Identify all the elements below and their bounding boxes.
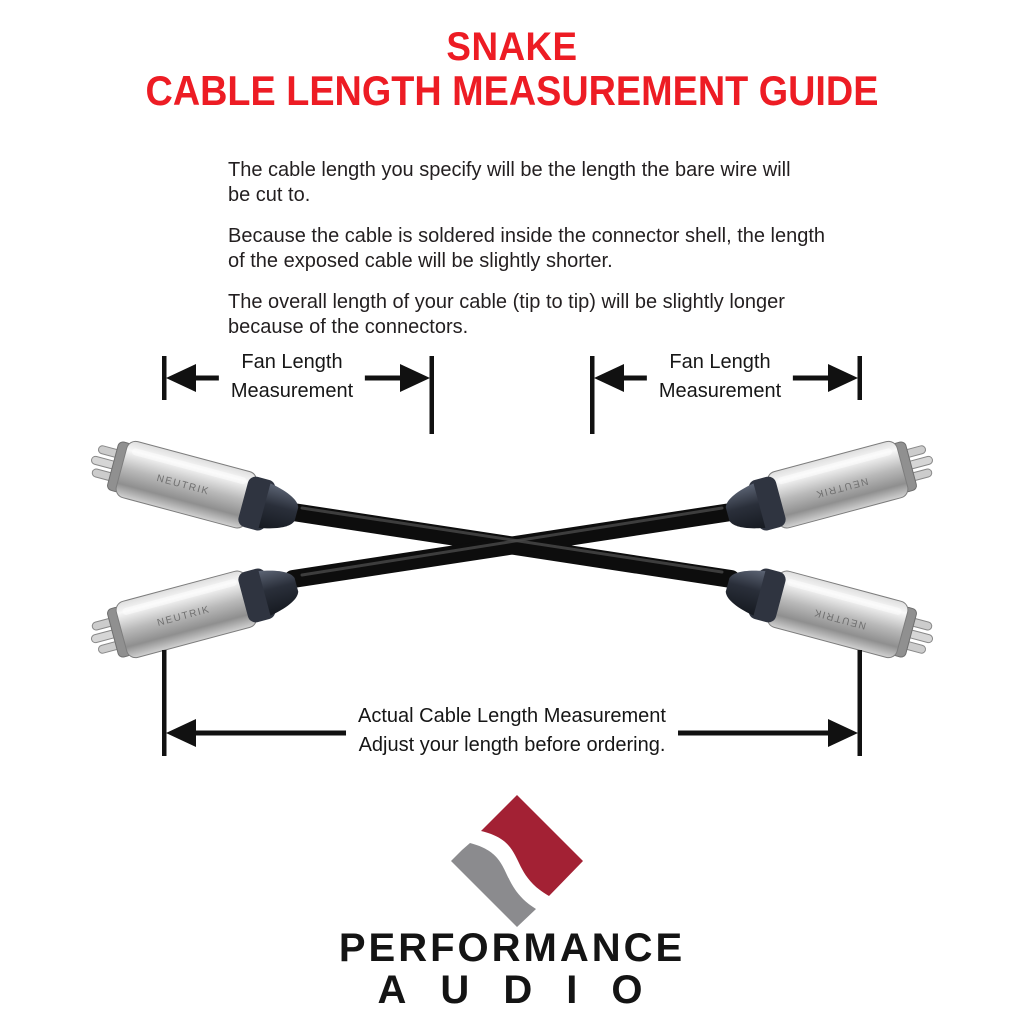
logo-red-diamond: [481, 795, 583, 896]
logo-wordmark-performance: PERFORMANCE: [338, 926, 686, 970]
title-snake: SNAKE: [446, 25, 578, 69]
fan-length-label-left: Fan Length Measurement: [218, 348, 366, 406]
intro-paragraph-1: The cable length you specify will be the…: [228, 159, 791, 206]
fan-length-label-line2: Measurement: [230, 380, 354, 402]
arrowhead-right: [828, 719, 858, 747]
page-title: SNAKE CABLE LENGTH MEASUREMENT GUIDE: [0, 26, 1024, 114]
fan-length-label-line1: Fan Length: [669, 351, 771, 373]
arrowhead-left: [166, 364, 196, 392]
arrowhead-left: [166, 719, 196, 747]
arrowhead-left: [594, 364, 624, 392]
title-main: CABLE LENGTH MEASUREMENT GUIDE: [145, 67, 879, 114]
arrow-drop-line: [590, 356, 595, 434]
actual-length-label-line2: Adjust your length before ordering.: [358, 734, 666, 756]
fan-length-label-line1: Fan Length: [241, 351, 343, 373]
arrow-end-bar: [162, 356, 167, 400]
actual-length-label-line1: Actual Cable Length Measurement: [358, 705, 666, 727]
arrow-drop-line: [162, 650, 167, 756]
xlr-connector-top-right: NEUTRIK: [719, 430, 941, 543]
arrow-end-bar: [857, 356, 862, 400]
arrow-drop-line: [857, 650, 862, 756]
intro-text: The cable length you specify will be the…: [228, 158, 848, 356]
xlr-connector-bottom-left: NEUTRIK: [83, 556, 305, 669]
arrowhead-right: [828, 364, 858, 392]
snake-cable: [284, 503, 740, 588]
fan-length-label-right: Fan Length Measurement: [646, 348, 794, 406]
performance-audio-logo-mark: [451, 795, 583, 927]
arrow-drop-line: [429, 356, 434, 434]
xlr-connector-bottom-right: NEUTRIK: [719, 556, 941, 669]
intro-paragraph-3: The overall length of your cable (tip to…: [228, 291, 785, 338]
xlr-connector-top-left: NEUTRIK: [83, 430, 305, 543]
arrowhead-right: [400, 364, 430, 392]
fan-length-label-line2: Measurement: [658, 380, 782, 402]
logo-gray-diamond: [451, 843, 536, 927]
logo-wordmark-audio: AUDIO: [377, 968, 677, 1012]
intro-paragraph-2: Because the cable is soldered inside the…: [228, 225, 826, 272]
actual-cable-length-label: Actual Cable Length Measurement Adjust y…: [346, 702, 678, 760]
